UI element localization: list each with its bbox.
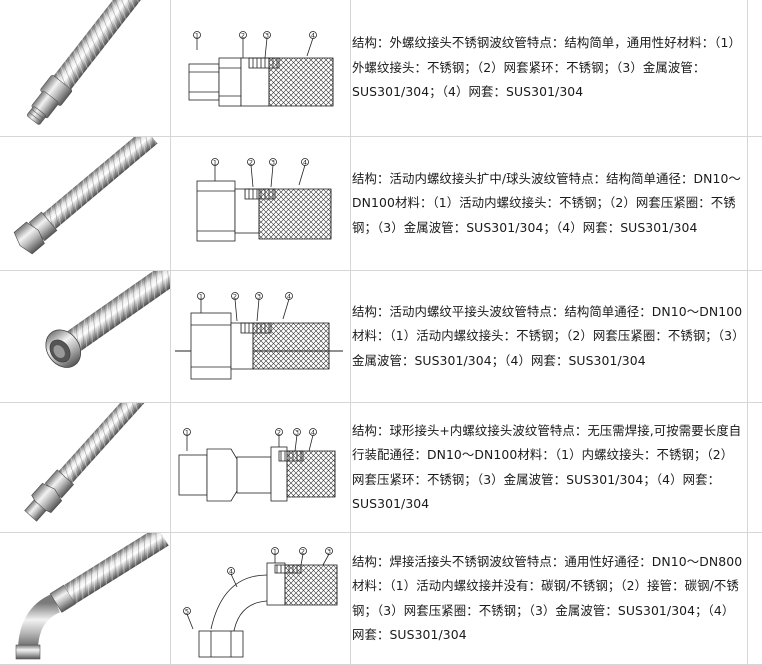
structure-diagram-cell: 1 2 3 4	[171, 0, 351, 136]
callout-number: 1	[185, 429, 189, 437]
callout-number: 2	[241, 32, 245, 40]
callout-number: 2	[301, 548, 305, 556]
hose-photo	[45, 271, 170, 368]
callout-number: 5	[185, 608, 189, 616]
product-photo-cell	[0, 0, 171, 136]
product-row-1: 1 2 3 4 结构：外螺纹接头不锈钢波纹管特点：结构简单，通用性好材料：（1）外螺纹…	[0, 0, 762, 137]
product-description: 结构：焊接活接头不锈钢波纹管特点：通用性好通径：DN10～DN800材料：（1）…	[352, 553, 743, 643]
structure-diagram-cell: 1 2 3 4 5	[171, 533, 351, 664]
callout-number: 2	[233, 293, 237, 301]
callout-number: 3	[257, 293, 261, 301]
table-right-border	[747, 0, 748, 665]
structure-diagram-cell: 1 2 3 4	[171, 403, 351, 532]
structure-diagram-cell: 1 2 3 4	[171, 137, 351, 270]
callout-number: 4	[229, 568, 233, 576]
callout-number: 1	[213, 159, 217, 167]
structure-diagram: 1 2 3 4	[196, 158, 332, 242]
callout-number: 1	[195, 32, 199, 40]
callout-number: 4	[287, 293, 291, 301]
product-photo-cell	[0, 271, 171, 402]
callout-number: 3	[295, 429, 299, 437]
callout-number: 3	[265, 32, 269, 40]
callout-number: 4	[311, 429, 315, 437]
structure-diagram-cell: 1 2 3 4	[171, 271, 351, 402]
callout-number: 2	[277, 429, 281, 437]
callout-number: 4	[311, 32, 315, 40]
hose-photo	[27, 0, 144, 125]
product-description: 结构：球形接头+内螺纹接头波纹管特点：无压需焊接,可按需要长度自行装配通径：DN…	[352, 422, 742, 512]
callout-number: 2	[249, 159, 253, 167]
callout-number: 4	[303, 159, 307, 167]
product-description: 结构：活动内螺纹平接头波纹管特点：结构简单通径：DN10～DN100材料：（1）…	[352, 303, 743, 368]
product-row-2: 1 2 3 4 结构：活动内螺纹接头扩中/球头波纹管特点：结构简单通径：DN10～DN…	[0, 137, 762, 271]
structure-diagram: 1 2 3 4 5	[183, 547, 338, 658]
hose-photo	[24, 403, 152, 522]
product-row-4: 1 2 3 4 结构：球形接头+内螺纹接头波纹管特点：无压需焊接,可按需要长度自行装配…	[0, 403, 762, 533]
structure-diagram: 1 2 3 4	[175, 292, 343, 380]
structure-diagram: 1 2 3 4	[178, 428, 336, 502]
callout-number: 3	[271, 159, 275, 167]
structure-diagram: 1 2 3 4	[188, 31, 334, 107]
callout-number: 3	[327, 548, 331, 556]
product-row-5: 1 2 3 4 5 结构：焊接活接头不锈钢波纹管特点：通用性好通径：DN10～DN800…	[0, 533, 762, 665]
hose-photo	[15, 533, 169, 660]
product-photo-cell	[0, 137, 171, 270]
hose-photo	[13, 137, 158, 255]
product-description: 结构：外螺纹接头不锈钢波纹管特点：结构简单，通用性好材料：（1）外螺纹接头：不锈…	[352, 35, 741, 100]
callout-number: 1	[273, 548, 277, 556]
callout-number: 1	[199, 293, 203, 301]
product-photo-cell	[0, 533, 171, 664]
product-description: 结构：活动内螺纹接头扩中/球头波纹管特点：结构简单通径：DN10～DN100材料…	[352, 170, 741, 235]
product-row-3: 1 2 3 4 结构：活动内螺纹平接头波纹管特点：结构简单通径：DN10～DN100材…	[0, 271, 762, 403]
product-photo-cell	[0, 403, 171, 532]
